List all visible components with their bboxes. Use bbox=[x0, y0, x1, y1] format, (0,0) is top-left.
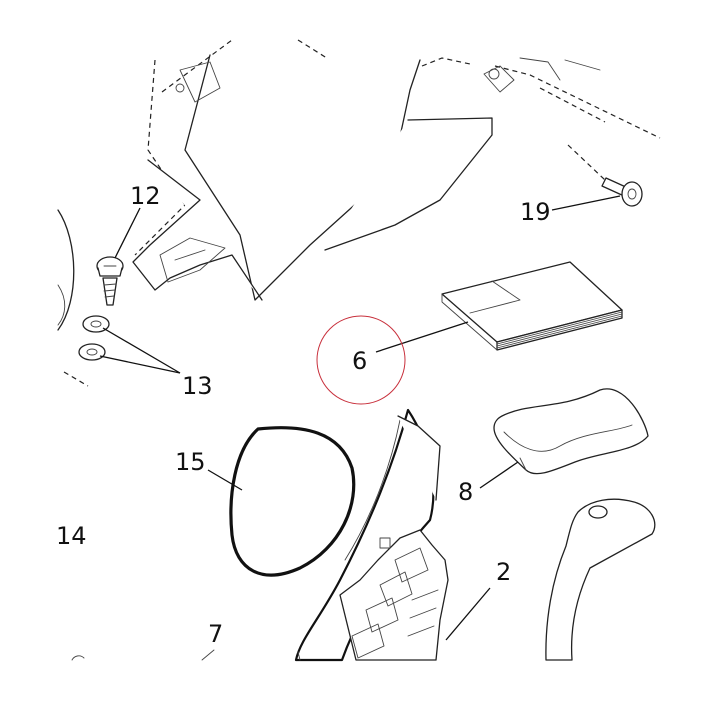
leader-13-b bbox=[99, 355, 181, 374]
highlight-ring bbox=[316, 315, 406, 405]
o-ring-15 bbox=[229, 426, 356, 577]
label-15: 15 bbox=[175, 448, 206, 476]
housing-2 bbox=[294, 408, 656, 662]
screw-12 bbox=[96, 256, 124, 306]
leader-lines bbox=[99, 195, 621, 641]
left-partial-component bbox=[57, 209, 75, 331]
label-7: 7 bbox=[208, 620, 223, 648]
bolt-19 bbox=[601, 177, 643, 207]
leader-13-a bbox=[102, 327, 181, 374]
label-14: 14 bbox=[56, 522, 87, 550]
manual-booklet-6 bbox=[441, 261, 623, 351]
label-2: 2 bbox=[496, 558, 511, 586]
washers-13 bbox=[63, 315, 110, 387]
leader-15 bbox=[207, 469, 243, 491]
label-13: 13 bbox=[182, 372, 213, 400]
label-12: 12 bbox=[130, 182, 161, 210]
leader-6 bbox=[375, 321, 469, 353]
leader-8 bbox=[479, 461, 519, 489]
label-6: 6 bbox=[352, 347, 367, 375]
leader-12 bbox=[114, 207, 141, 259]
part-7-partial bbox=[71, 649, 215, 661]
label-19: 19 bbox=[520, 198, 551, 226]
leader-19 bbox=[551, 195, 621, 211]
leader-2 bbox=[445, 587, 491, 641]
upper-housing bbox=[132, 39, 661, 301]
label-8: 8 bbox=[458, 478, 473, 506]
pad-8 bbox=[493, 388, 649, 475]
